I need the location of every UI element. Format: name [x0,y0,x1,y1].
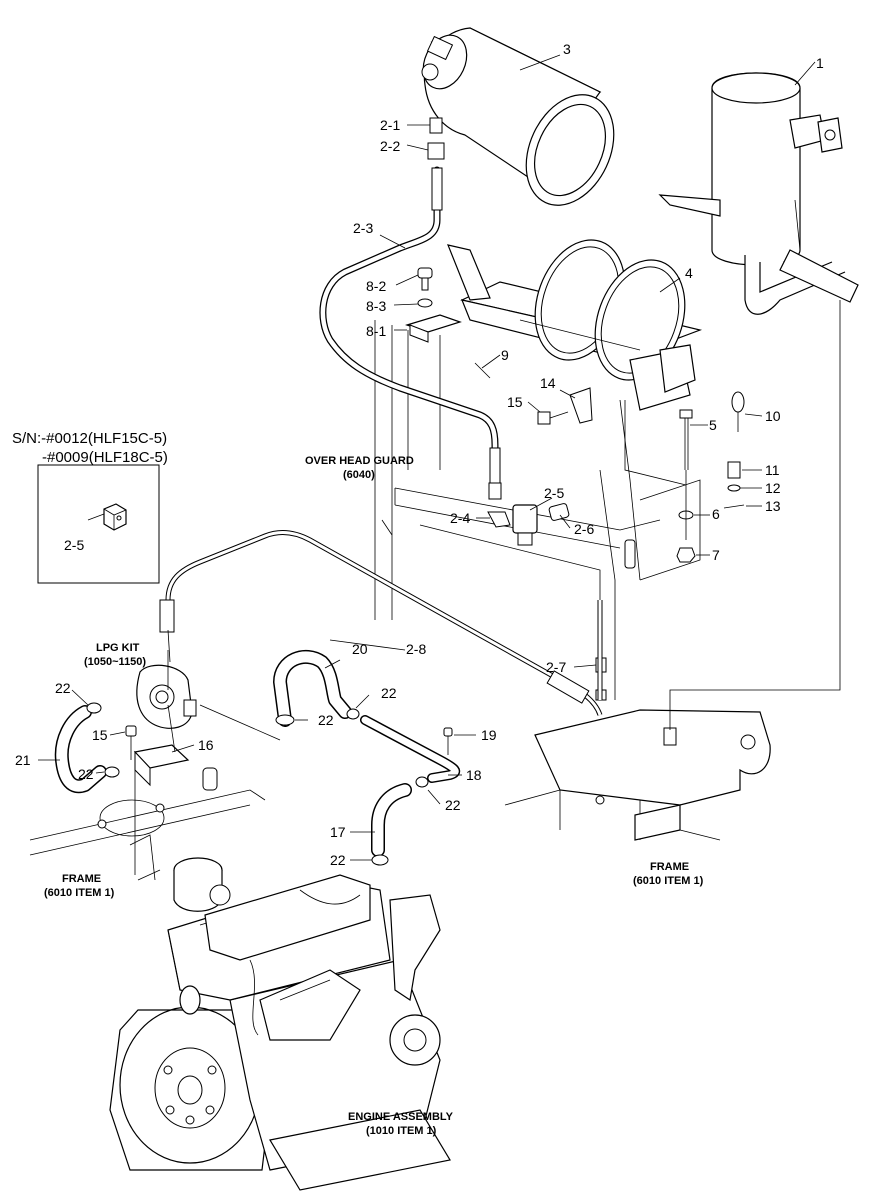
callout-2-8: 2-8 [406,641,426,657]
callout-22-a: 22 [55,680,71,696]
callout-6: 6 [712,506,720,522]
serial-note-2: -#0009(HLF18C-5) [42,449,168,466]
frame-right-label: FRAME [650,861,689,873]
callout-11: 11 [765,462,780,478]
frame-left-ref: (6010 ITEM 1) [44,887,115,899]
lpg-tank [421,27,615,206]
callout-4: 4 [685,265,693,281]
engine-assembly [109,857,451,1191]
sn-inset [37,464,160,584]
callout-14: 14 [540,375,556,391]
callout-10: 10 [765,408,781,424]
callout-9: 9 [501,347,509,363]
overhead-guard-label: OVER HEAD GUARD [305,455,414,467]
right-frame [504,709,771,841]
callout-2-1: 2-1 [380,117,400,133]
callout-16: 16 [198,737,214,753]
lpg-regulator [125,629,218,791]
hose-2-3 [319,117,502,500]
callout-22-d: 22 [78,766,94,782]
serial-note-1: S/N:-#0012(HLF15C-5) [12,430,167,447]
callout-2-6: 2-6 [574,521,594,537]
callout-8-1: 8-1 [366,323,386,339]
callout-12: 12 [765,480,781,496]
engine-assembly-ref: (1010 ITEM 1) [366,1125,437,1137]
callout-20: 20 [352,641,368,657]
callout-22-f: 22 [330,852,346,868]
callout-2-5-inset: 2-5 [64,537,84,553]
callout-8-3: 8-3 [366,298,386,314]
callout-5: 5 [709,417,717,433]
lpg-kit-ref: (1050~1150) [84,656,146,668]
overhead-guard-frame [374,320,701,700]
callout-2-7: 2-7 [546,659,566,675]
overhead-guard-ref: (6040) [343,469,375,481]
note-labels: OVER HEAD GUARD (6040) S/N:-#0012(HLF15C… [12,430,704,1137]
callout-22-e: 22 [445,797,461,813]
leader-lines [38,54,841,875]
callout-3: 3 [563,41,571,57]
callout-19: 19 [481,727,497,743]
callout-21: 21 [15,752,31,768]
frame-left-label: FRAME [62,873,101,885]
tank-bracket [447,239,703,411]
callout-17: 17 [330,824,346,840]
muffler [658,72,859,315]
callout-2-3: 2-3 [353,220,373,236]
callout-15-bottom: 15 [92,727,108,743]
pipe-2-8 [159,530,603,716]
engine-assembly-label: ENGINE ASSEMBLY [348,1111,454,1123]
callout-22-b: 22 [381,685,397,701]
callout-1: 1 [816,55,824,71]
callout-22-c: 22 [318,712,334,728]
callout-8-2: 8-2 [366,278,386,294]
callout-2-2: 2-2 [380,138,400,154]
lpg-kit-label: LPG KIT [96,642,140,654]
callout-2-5-main: 2-5 [544,485,564,501]
small-hardware [405,267,745,563]
callout-2-4: 2-4 [450,510,470,526]
callout-15-top: 15 [507,394,523,410]
callout-labels: 1 3 2-1 2-2 2-3 4 8-2 8-3 8-1 9 14 15 5 … [15,41,824,868]
left-frame [29,789,266,881]
callout-13: 13 [765,498,781,514]
callout-18: 18 [466,767,482,783]
callout-7: 7 [712,547,720,563]
frame-right-ref: (6010 ITEM 1) [633,875,704,887]
